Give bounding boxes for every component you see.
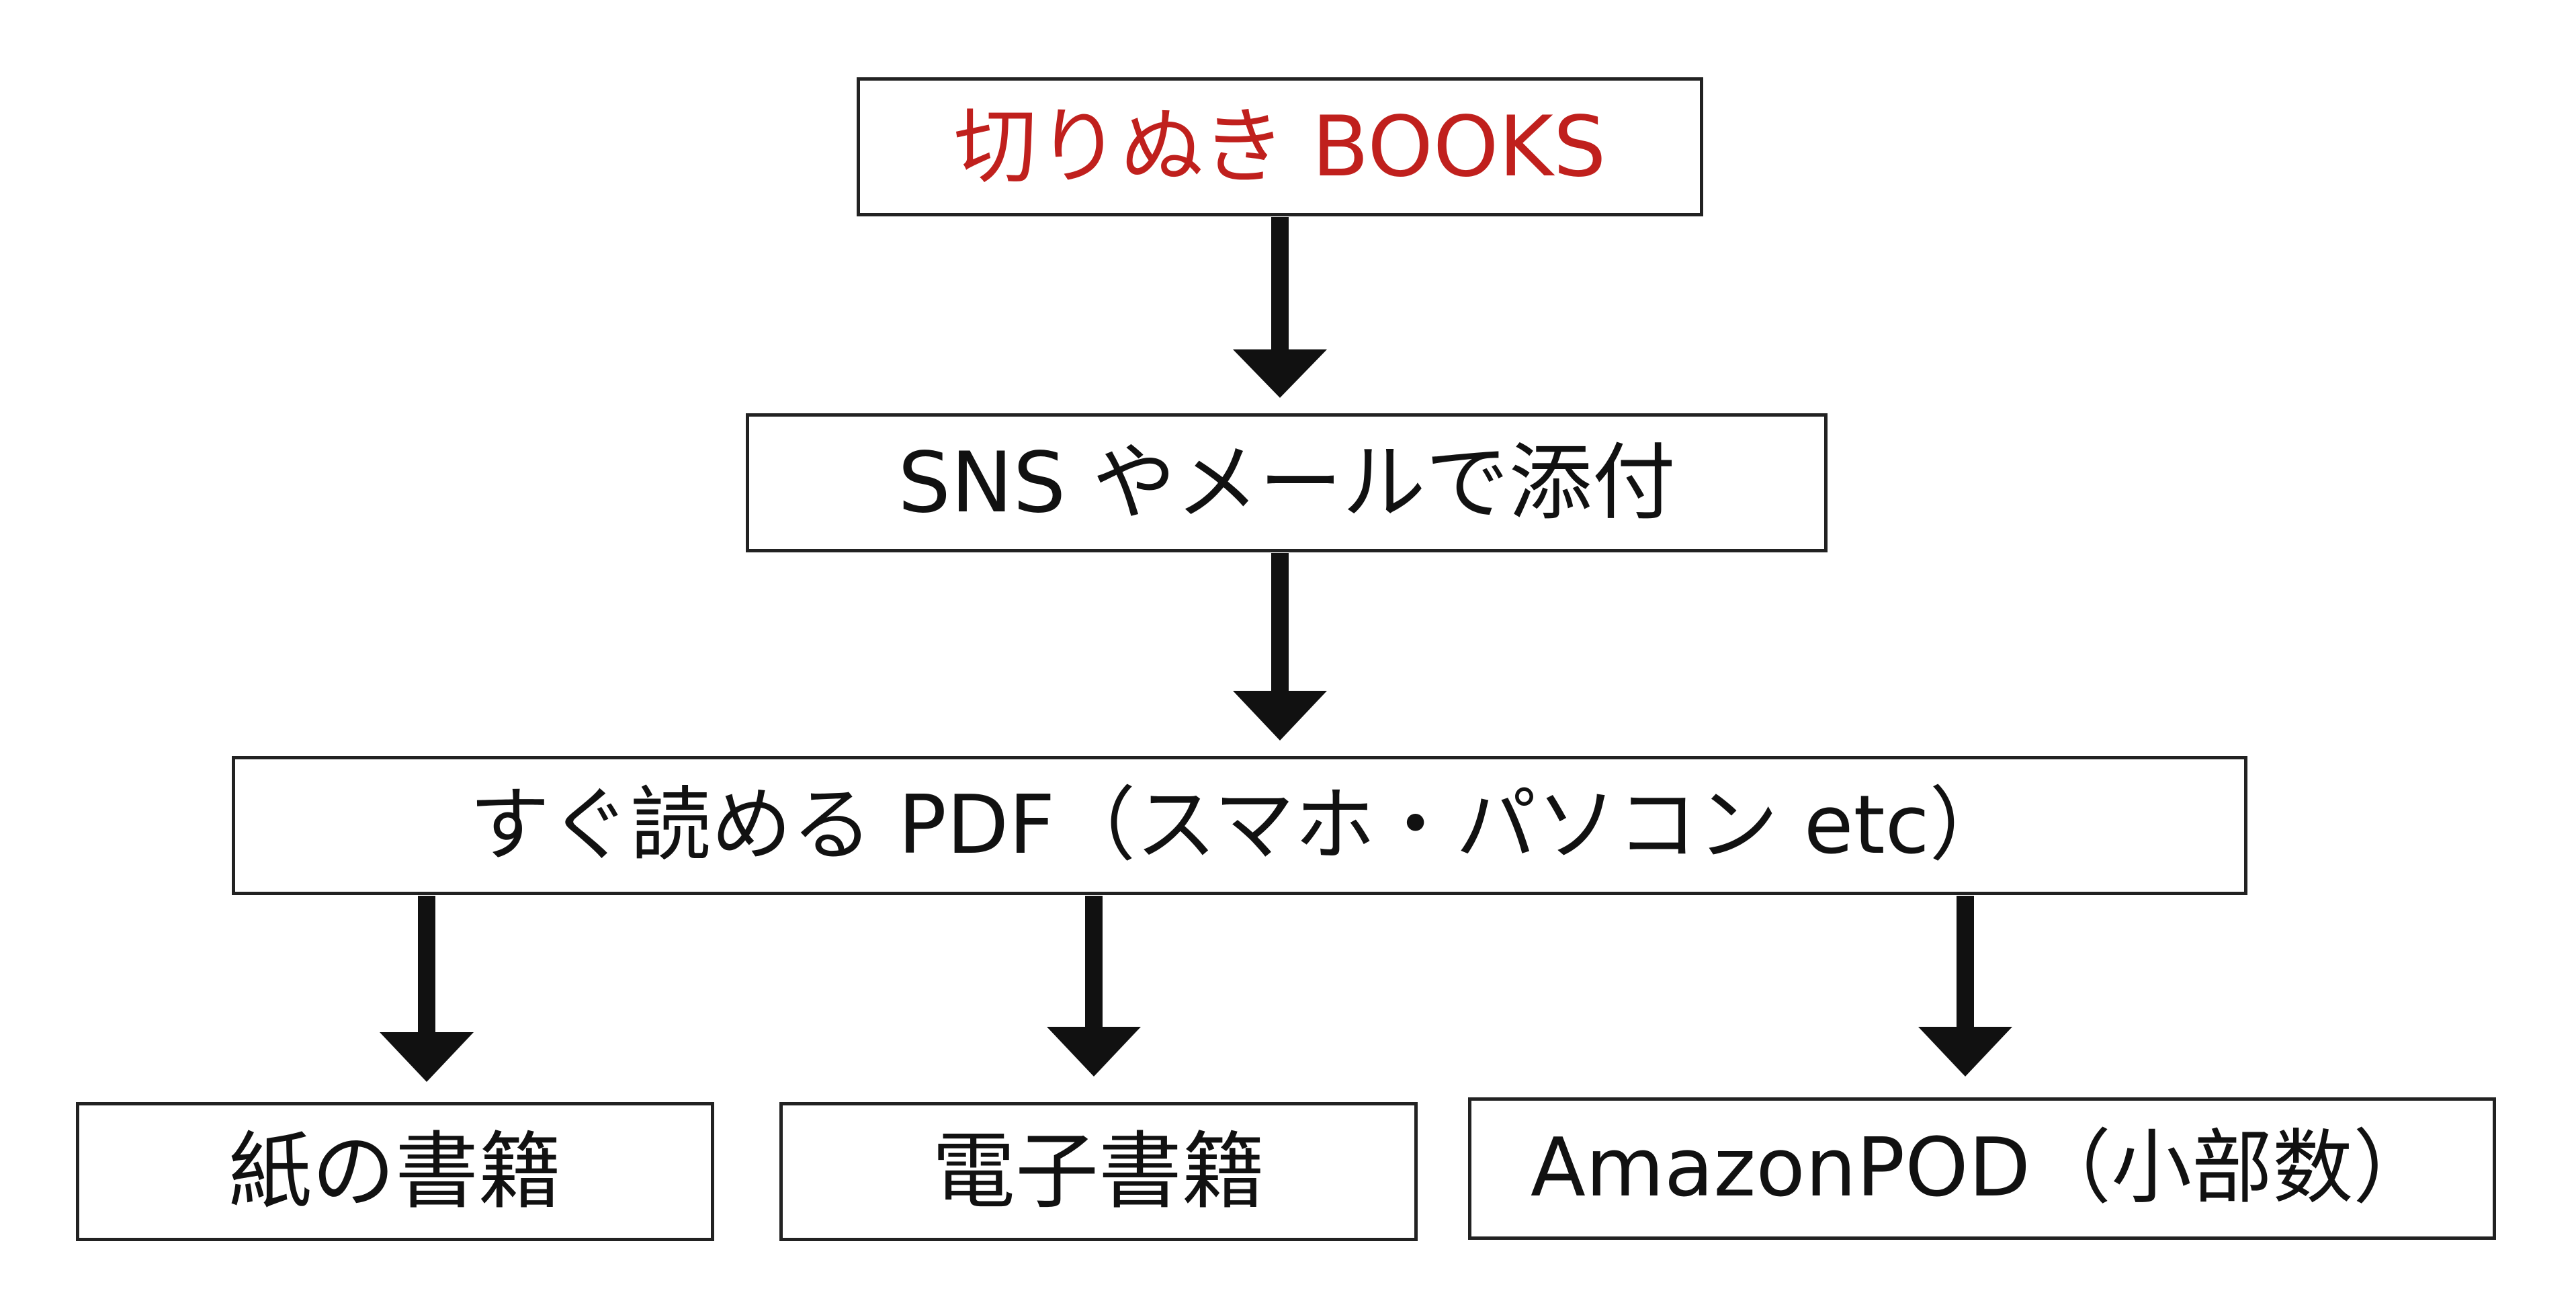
- node-paper-book: 紙の書籍: [76, 1102, 714, 1241]
- node-amazon-pod: AmazonPOD（小部数）: [1468, 1097, 2496, 1240]
- node-pdf-readable-label: すぐ読める PDF（スマホ・パソコン etc）: [469, 778, 2010, 872]
- arrow-pdf-to-pod: [1918, 896, 2012, 1077]
- node-ebook: 電子書籍: [779, 1102, 1418, 1241]
- node-pdf-readable: すぐ読める PDF（スマホ・パソコン etc）: [232, 756, 2247, 895]
- node-paper-book-label: 紙の書籍: [228, 1123, 562, 1220]
- arrow-pdf-to-ebook: [1047, 896, 1141, 1077]
- node-amazon-pod-label: AmazonPOD（小部数）: [1530, 1122, 2434, 1215]
- arrow-top-to-sns: [1233, 217, 1327, 398]
- node-sns-mail-attach-label: SNS やメールで添付: [898, 434, 1676, 532]
- node-kirinuki-books: 切りぬき BOOKS: [857, 77, 1703, 216]
- node-ebook-label: 電子書籍: [931, 1123, 1265, 1220]
- arrow-sns-to-pdf: [1233, 553, 1327, 741]
- node-kirinuki-books-label: 切りぬき BOOKS: [953, 98, 1606, 196]
- arrow-pdf-to-paper: [380, 896, 474, 1082]
- node-sns-mail-attach: SNS やメールで添付: [746, 413, 1828, 552]
